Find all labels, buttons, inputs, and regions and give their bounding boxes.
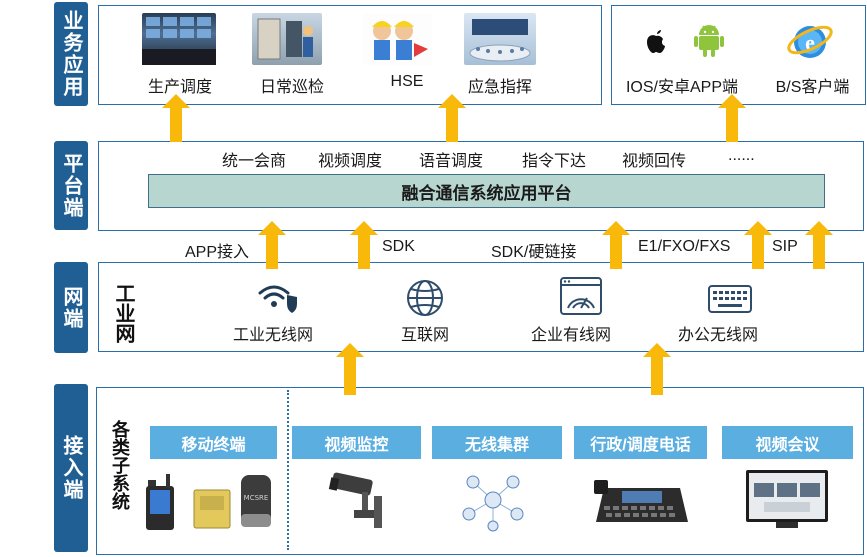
platform-function-video-return: 视频回传 [622, 153, 687, 170]
inspection-image [252, 13, 322, 65]
svg-text:MCSRE: MCSRE [244, 494, 269, 502]
layer-label-access: 接入端 [54, 384, 88, 552]
subsystems-title: 各类子系统 [110, 420, 130, 510]
control-room-image [142, 13, 216, 65]
arrow-sip [805, 221, 833, 269]
app-label-production-dispatch: 生产调度 [147, 79, 212, 96]
platform-name-bar: 融合通信系统应用平台 [148, 174, 825, 208]
arrow-e1-fxo-fxs [744, 221, 772, 269]
network-label-enterprise-wired: 企业有线网 [531, 327, 612, 344]
platform-function-consult: 统一会商 [222, 153, 287, 170]
hse-workers-image [362, 13, 432, 65]
client-label-mobile-app: IOS/安卓APP端 [625, 79, 739, 96]
arrow-sdk [350, 221, 378, 269]
layer-label-business: 业务应用 [54, 2, 88, 106]
protocol-sdk-hardwire: SDK/硬链接 [491, 244, 577, 261]
arrow-to-production-dispatch [162, 94, 190, 142]
app-label-daily-inspection: 日常巡检 [259, 79, 324, 96]
category-mobile-terminal: 移动终端 [150, 426, 277, 459]
app-label-hse: HSE [390, 73, 424, 90]
platform-function-voice-dispatch: 语音调度 [419, 153, 484, 170]
ie-browser-icon: e [787, 25, 833, 58]
protocol-e1-fxo-fxs: E1/FXO/FXS [638, 238, 731, 255]
network-title: 工业网 [112, 283, 134, 343]
dispatch-console-image [594, 480, 688, 522]
command-center-image [464, 13, 536, 65]
layer-label-network: 网端 [54, 262, 88, 353]
network-label-industrial-wireless: 工业无线网 [233, 327, 314, 344]
arrow-sdk-hardwire [602, 221, 630, 269]
clients-box [611, 5, 866, 105]
globe-icon [407, 280, 443, 316]
layer-label-platform: 平台端 [54, 141, 88, 230]
arrow-access-to-internet [336, 343, 364, 395]
arrow-to-hse [438, 94, 466, 142]
network-label-office-wireless: 办公无线网 [678, 327, 759, 344]
trunking-radio-image [462, 475, 524, 532]
category-video-conference: 视频会议 [722, 426, 853, 459]
category-video-surveillance: 视频监控 [292, 426, 421, 459]
wired-network-icon [560, 277, 602, 315]
category-trunking-radio: 无线集群 [432, 426, 562, 459]
arrow-app-access [258, 221, 286, 269]
video-conference-image [746, 470, 828, 528]
category-dispatch-phone: 行政/调度电话 [574, 426, 707, 459]
protocol-sdk: SDK [382, 238, 415, 255]
mobile-terminal-image: MCSRE [146, 474, 271, 530]
client-label-bs: B/S客户端 [775, 79, 850, 96]
network-label-internet: 互联网 [401, 327, 450, 344]
platform-function-command: 指令下达 [522, 153, 587, 170]
android-logo-icon [694, 25, 724, 57]
access-divider [287, 390, 289, 550]
arrow-to-mobile-app [718, 94, 746, 142]
svg-text:e: e [805, 30, 815, 55]
platform-function-more: ...... [728, 147, 755, 164]
app-label-emergency-command: 应急指挥 [467, 79, 532, 96]
protocol-app-access: APP接入 [185, 244, 250, 261]
wifi-shield-icon [258, 285, 297, 313]
apple-logo-icon [647, 30, 665, 53]
protocol-sip: SIP [772, 238, 798, 255]
surveillance-camera-image [328, 472, 382, 528]
platform-function-video-dispatch: 视频调度 [318, 153, 383, 170]
arrow-access-to-office-wireless [643, 343, 671, 395]
keyboard-icon [708, 285, 752, 313]
